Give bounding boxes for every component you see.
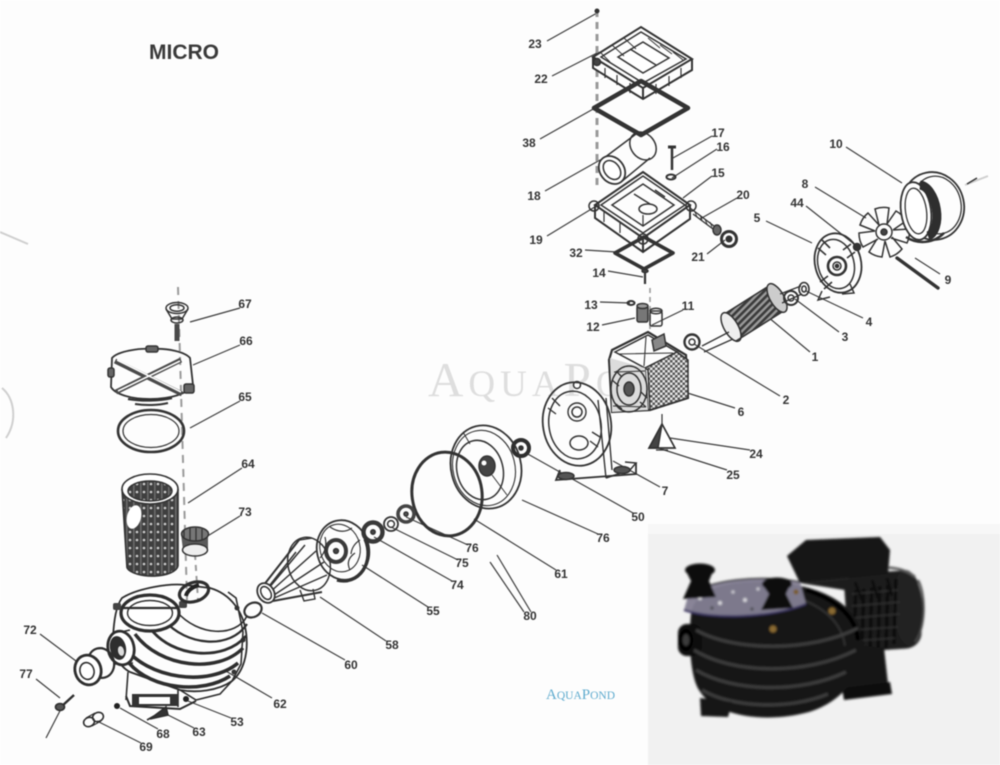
svg-text:MICRO: MICRO (149, 41, 219, 64)
svg-text:6: 6 (738, 405, 745, 419)
svg-text:9: 9 (945, 273, 952, 287)
svg-text:44: 44 (790, 196, 804, 210)
svg-text:63: 63 (192, 725, 206, 739)
svg-text:20: 20 (736, 188, 750, 202)
svg-text:5: 5 (754, 211, 761, 225)
svg-text:60: 60 (344, 658, 358, 672)
svg-text:17: 17 (711, 126, 725, 140)
svg-text:23: 23 (528, 37, 542, 51)
svg-text:1: 1 (812, 350, 819, 364)
svg-text:64: 64 (241, 457, 255, 471)
svg-text:68: 68 (156, 727, 170, 741)
svg-text:58: 58 (385, 638, 399, 652)
svg-text:18: 18 (527, 189, 541, 203)
svg-text:7: 7 (662, 484, 669, 498)
svg-text:67: 67 (238, 297, 252, 311)
svg-text:8: 8 (802, 177, 809, 191)
svg-text:50: 50 (631, 510, 645, 524)
svg-text:25: 25 (726, 468, 740, 482)
svg-text:3: 3 (842, 330, 849, 344)
svg-text:66: 66 (239, 334, 253, 348)
svg-text:72: 72 (23, 623, 37, 637)
svg-text:22: 22 (534, 72, 548, 86)
svg-text:76: 76 (465, 541, 479, 555)
svg-text:21: 21 (691, 250, 705, 264)
svg-text:4: 4 (866, 315, 873, 329)
svg-text:2: 2 (783, 393, 790, 407)
svg-text:73: 73 (238, 505, 252, 519)
svg-text:53: 53 (230, 715, 244, 729)
svg-text:75: 75 (455, 556, 469, 570)
svg-text:62: 62 (273, 697, 287, 711)
svg-text:61: 61 (554, 567, 568, 581)
svg-text:13: 13 (584, 298, 598, 312)
svg-text:38: 38 (522, 136, 536, 150)
svg-text:69: 69 (139, 740, 153, 754)
svg-text:16: 16 (716, 140, 730, 154)
svg-text:74: 74 (450, 578, 464, 592)
svg-text:65: 65 (238, 390, 252, 404)
svg-text:15: 15 (711, 166, 725, 180)
svg-text:24: 24 (749, 447, 763, 461)
svg-text:12: 12 (586, 320, 600, 334)
svg-text:80: 80 (523, 609, 537, 623)
svg-text:77: 77 (19, 667, 33, 681)
svg-text:76: 76 (596, 531, 610, 545)
svg-text:10: 10 (829, 137, 843, 151)
svg-text:32: 32 (569, 246, 583, 260)
svg-text:AQUAPOND: AQUAPOND (546, 687, 615, 703)
svg-text:14: 14 (592, 266, 606, 280)
svg-text:55: 55 (426, 604, 440, 618)
svg-text:11: 11 (682, 299, 695, 313)
svg-text:19: 19 (529, 233, 543, 247)
